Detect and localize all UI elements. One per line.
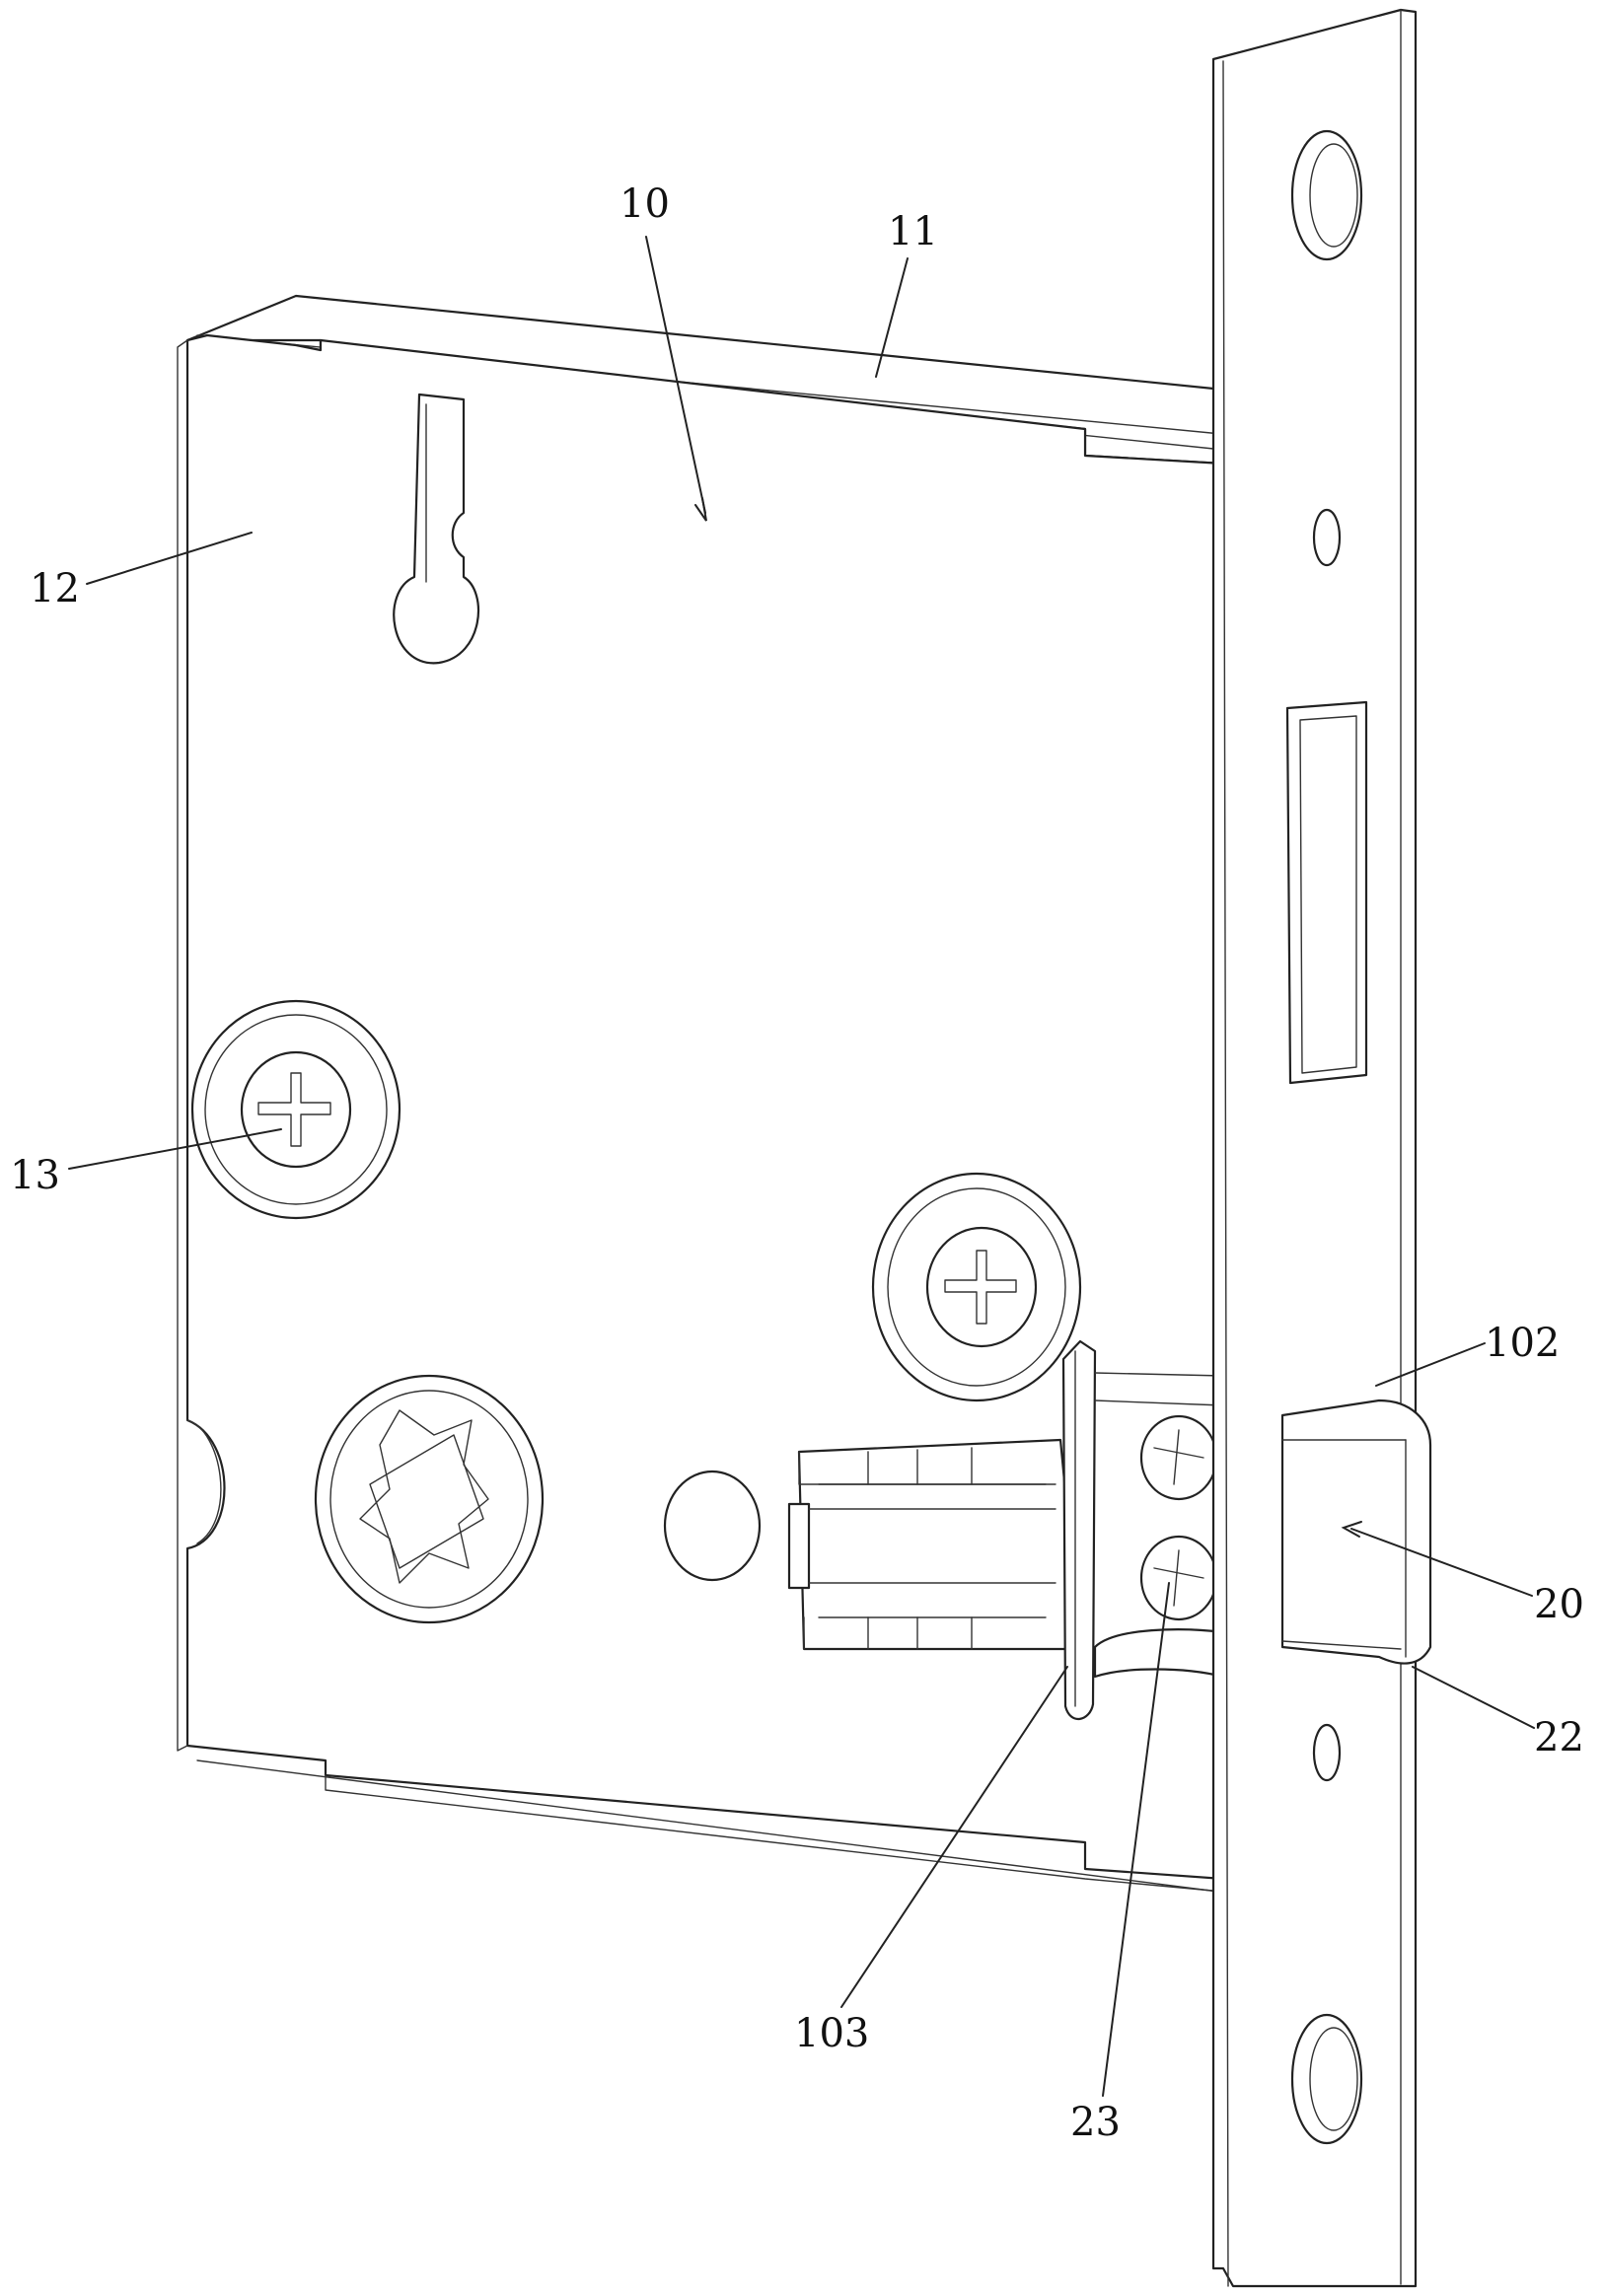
guide-plate bbox=[1063, 1341, 1095, 1719]
ref-label-23: 23 bbox=[1070, 2100, 1121, 2145]
latch-bolt bbox=[1282, 1400, 1430, 1664]
face-plate bbox=[1213, 10, 1416, 2286]
ref-label-13: 13 bbox=[10, 1153, 60, 1198]
ref-label-12: 12 bbox=[30, 566, 80, 611]
ref-label-10: 10 bbox=[619, 181, 670, 227]
ref-label-102: 102 bbox=[1485, 1321, 1560, 1366]
latch-spring-carriage bbox=[789, 1440, 1070, 1649]
ref-label-103: 103 bbox=[794, 2011, 869, 2056]
ref-label-11: 11 bbox=[888, 209, 938, 254]
ref-label-20: 20 bbox=[1534, 1582, 1584, 1627]
ref-label-22: 22 bbox=[1534, 1715, 1584, 1760]
